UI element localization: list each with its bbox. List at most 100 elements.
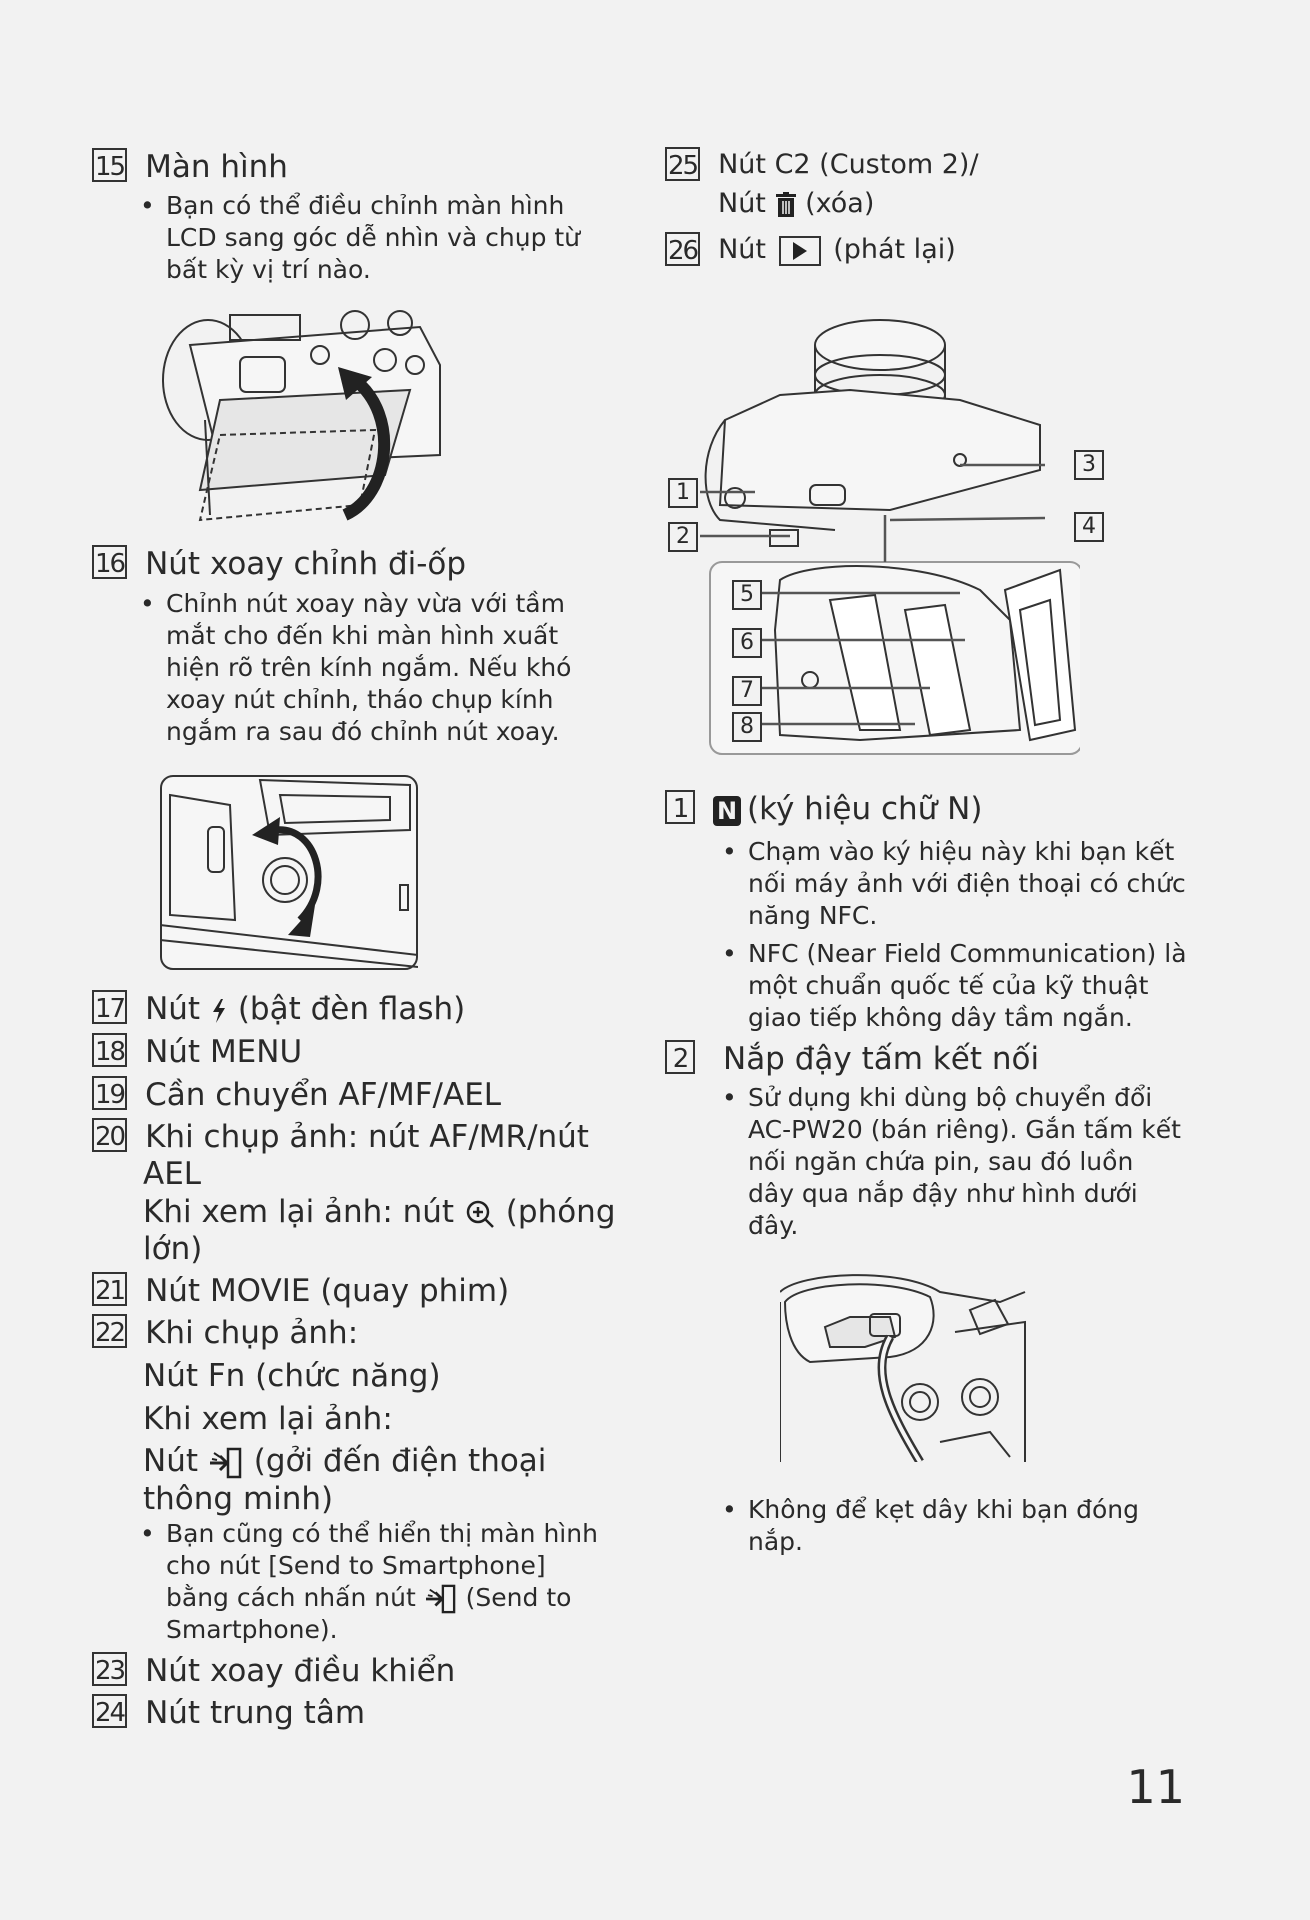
camera-side-illustration [700,319,1080,755]
callout-2: 2 [668,522,698,552]
bullet: Chạm vào ký hiệu này khi bạn kết nối máy… [722,836,1192,932]
item-22-line3: Khi xem lại ảnh: [143,1401,393,1437]
bullet: Bạn có thể điều chỉnh màn hình LCD sang … [140,190,600,286]
callout-7: 7 [732,676,762,706]
item-22-line4-pre: Nút [143,1443,198,1479]
item-title-text: (ký hiệu chữ N) [747,791,983,827]
item-22: 22 Khi chụp ảnh: [92,1314,358,1352]
item-title: Nút trung tâm [145,1695,366,1731]
item-number: 25 [665,147,701,181]
zoom-in-icon [466,1200,494,1228]
item-title: Khi chụp ảnh: [145,1315,359,1351]
item-17: 17 Nút (bật đèn flash) [92,990,465,1028]
item-22-bullets: • Bạn cũng có thể hiển thị màn hình cho … [140,1518,620,1646]
bullet: Không để kẹt dây khi bạn đóng nắp. [722,1494,1182,1558]
bullet: • Bạn cũng có thể hiển thị màn hình cho … [140,1518,620,1646]
item-title: N(ký hiệu chữ N) [713,790,982,828]
item-title: Nút MOVIE (quay phim) [145,1273,510,1309]
item-title: Nút xoay điều khiển [145,1653,456,1689]
bullet: NFC (Near Field Communication) là một ch… [722,938,1192,1034]
item-connection-cover-bullets-2: Không để kẹt dây khi bạn đóng nắp. [722,1494,1182,1560]
item-title: Màn hình [145,149,288,185]
item-22-line4-post: (gởi đến điện thoại [253,1443,547,1479]
callout-6: 6 [732,628,762,658]
item-22-line4: Nút (gởi đến điện thoại [143,1442,546,1480]
item-number: 2 [665,1040,695,1074]
bullet-line: bằng cách nhấn nút (Send to [166,1582,620,1614]
item-title-post: (phát lại) [833,234,956,265]
item-21: 21 Nút MOVIE (quay phim) [92,1272,509,1310]
item-connection-cover-bullets: Sử dụng khi dùng bộ chuyển đổi AC-PW20 (… [722,1082,1182,1244]
item-title: Nút C2 (Custom 2)/ [718,149,979,180]
item-nfc-bullets: Chạm vào ký hiệu này khi bạn kết nối máy… [722,836,1192,1036]
item-number: 1 [665,790,695,824]
item-23: 23 Nút xoay điều khiển [92,1652,455,1690]
item-25-line2-pre: Nút [718,188,766,219]
bullet-line-pre: bằng cách nhấn nút [166,1583,416,1612]
item-24: 24 Nút trung tâm [92,1694,365,1732]
connection-cover-illustration [780,1274,1026,1462]
item-16-bullets: Chỉnh nút xoay này vừa với tầm mắt cho đ… [140,588,600,750]
item-number: 24 [92,1694,128,1728]
play-icon [778,235,821,266]
item-number: 16 [92,545,128,579]
bullet-line: Smartphone). [166,1615,338,1644]
item-20-line3: Khi xem lại ảnh: nút (phóng [143,1193,616,1231]
flash-icon [212,998,225,1023]
callout-5: 5 [732,580,762,610]
item-number: 18 [92,1033,128,1067]
item-26: 26 Nút (phát lại) [665,232,956,268]
item-title: Khi chụp ảnh: nút AF/MR/nút [145,1119,589,1155]
callout-8: 8 [732,712,762,742]
callout-1: 1 [668,478,698,508]
item-20-line3-post: (phóng [505,1194,616,1230]
bullet-line: Bạn cũng có thể hiển thị màn hình [166,1519,598,1548]
item-18: 18 Nút MENU [92,1033,302,1071]
nfc-n-mark-icon: N [713,795,741,826]
diopter-dial-illustration [160,775,418,970]
item-number: 23 [92,1652,128,1686]
item-number: 21 [92,1272,128,1306]
item-title: Nút (phát lại) [718,232,956,268]
item-20: 20 Khi chụp ảnh: nút AF/MR/nút [92,1118,589,1156]
item-nfc: 1 N(ký hiệu chữ N) [665,790,982,828]
trash-icon [775,191,796,217]
bullet-line-post: (Send to [465,1583,572,1612]
item-25-line2: Nút (xóa) [718,185,874,223]
item-number: 26 [665,232,701,266]
item-number: 19 [92,1076,128,1110]
send-to-smartphone-icon [209,1447,242,1478]
callout-3: 3 [1074,450,1104,480]
send-to-smartphone-icon [425,1584,455,1614]
item-20-line3-pre: Khi xem lại ảnh: nút [143,1194,455,1230]
bullet-line: cho nút [Send to Smartphone] [166,1551,546,1580]
item-title-post: (bật đèn flash) [237,991,466,1027]
callout-4: 4 [1074,512,1104,542]
item-number: 20 [92,1118,128,1152]
item-number: 15 [92,148,128,182]
item-16: 16 Nút xoay chỉnh đi-ốp [92,545,466,583]
item-15-bullets: Bạn có thể điều chỉnh màn hình LCD sang … [140,190,600,288]
item-15: 15 Màn hình [92,148,288,186]
item-22-line2: Nút Fn (chức năng) [143,1358,441,1394]
monitor-tilt-illustration [162,310,441,522]
item-title: Nút MENU [145,1034,303,1070]
item-title: Nút (bật đèn flash) [145,990,465,1028]
item-number: 22 [92,1314,128,1348]
item-20-line4: lớn) [143,1231,203,1267]
item-title-pre: Nút [145,991,201,1027]
item-20-line2: AEL [143,1156,202,1192]
item-connection-cover: 2 Nắp đậy tấm kết nối [665,1040,1039,1078]
item-title-pre: Nút [718,234,766,265]
page-number: 11 [1126,1760,1185,1814]
item-25: 25 Nút C2 (Custom 2)/ [665,147,979,183]
item-title: Nút xoay chỉnh đi-ốp [145,546,467,582]
bullet: Sử dụng khi dùng bộ chuyển đổi AC-PW20 (… [722,1082,1182,1242]
item-title: Nắp đậy tấm kết nối [723,1041,1040,1077]
bullet: Chỉnh nút xoay này vừa với tầm mắt cho đ… [140,588,600,748]
item-22-line5: thông minh) [143,1481,334,1517]
item-title: Cần chuyển AF/MF/AEL [145,1077,502,1113]
item-19: 19 Cần chuyển AF/MF/AEL [92,1076,501,1114]
item-number: 17 [92,990,128,1024]
item-25-line2-post: (xóa) [805,188,875,219]
